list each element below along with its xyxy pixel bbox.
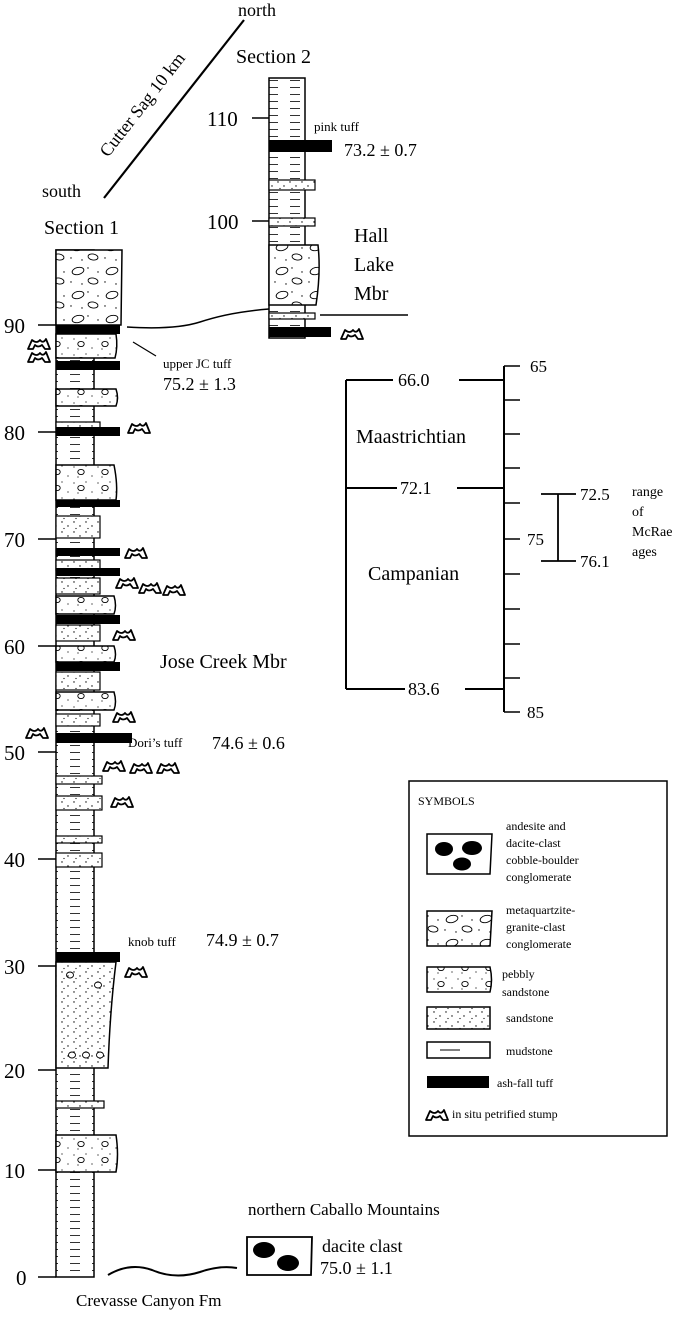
maastrichtian-label: Maastrichtian (356, 426, 466, 448)
section-1-axis (38, 324, 56, 1278)
north-label: north (238, 0, 276, 20)
upper-jc-tuff-label: upper JC tuff (163, 356, 232, 371)
dacite-clast-age: 75.0 ± 1.1 (320, 1258, 393, 1278)
legend-label: mudstone (506, 1044, 553, 1058)
section-1-title: Section 1 (44, 217, 119, 239)
legend-label: sandstone (506, 1011, 553, 1025)
tick-label: 90 (4, 314, 25, 338)
range-note-2: of (632, 505, 644, 520)
range-note-3: McRae (632, 525, 672, 540)
knob-tuff-label: knob tuff (128, 934, 176, 949)
cutter-sag-label: Cutter Sag 10 km (95, 48, 189, 160)
tick-label: 30 (4, 955, 25, 979)
tick-label: 70 (4, 528, 25, 552)
legend-box: SYMBOLS andesite and dacite-clast cobble… (408, 780, 668, 1137)
doris-tuff-age: 74.6 ± 0.6 (212, 733, 285, 753)
tick-label: 10 (4, 1159, 25, 1183)
jose-creek-member-label: Jose Creek Mbr (160, 651, 287, 673)
cutter-sag-line (103, 19, 245, 199)
knob-tuff-age: 74.9 ± 0.7 (206, 930, 279, 950)
legend-label: pebbly (502, 967, 535, 981)
south-label: south (42, 181, 81, 201)
range-note-4: ages (632, 545, 657, 560)
upper-jc-tuff-age: 75.2 ± 1.3 (163, 374, 236, 394)
campanian-label: Campanian (368, 563, 459, 585)
legend-swatch-metaquartzite (426, 910, 493, 947)
range-note-1: range (632, 485, 663, 500)
legend-label: conglomerate (506, 937, 571, 951)
section-2-title: Section 2 (236, 46, 311, 68)
legend-label: ash-fall tuff (497, 1076, 553, 1090)
hall-lake-label-1: Hall (354, 225, 389, 247)
timescale-tick-label: 75 (527, 530, 544, 549)
section-2-axis (252, 117, 269, 222)
legend-label: conglomerate (506, 870, 571, 884)
tick-label: 110 (207, 107, 238, 131)
unconformity-line (107, 1265, 238, 1277)
boundary-72: 72.1 (400, 478, 432, 498)
caballo-mountains-title: northern Caballo Mountains (248, 1200, 440, 1219)
legend-label: cobble-boulder (506, 853, 579, 867)
legend-swatch-pebbly-sandstone (426, 966, 493, 993)
mcrae-range-bracket (541, 493, 576, 562)
legend-swatch-ash-fall-tuff (427, 1076, 489, 1088)
section-2-column (268, 77, 332, 339)
timescale-ticks (504, 365, 520, 713)
timescale-tick-label: 65 (530, 357, 547, 376)
boundary-83: 83.6 (408, 679, 440, 699)
hall-lake-label-3: Mbr (354, 283, 389, 305)
tick-label: 60 (4, 635, 25, 659)
legend-label: dacite-clast (506, 836, 561, 850)
legend-label: andesite and (506, 819, 566, 833)
correlation-line (126, 308, 270, 329)
pink-tuff-label: pink tuff (314, 119, 360, 134)
pink-tuff-age: 73.2 ± 0.7 (344, 140, 417, 160)
section-2-stump (340, 328, 364, 340)
range-upper-label: 72.5 (580, 485, 610, 504)
tick-label: 20 (4, 1059, 25, 1083)
crevasse-canyon-label: Crevasse Canyon Fm (76, 1291, 221, 1310)
doris-tuff-label: Dori’s tuff (128, 735, 183, 750)
section-1-column (55, 249, 132, 1278)
legend-swatch-sandstone (426, 1006, 491, 1030)
tick-label: 100 (207, 210, 239, 234)
timescale (345, 366, 505, 712)
timescale-tick-label: 85 (527, 703, 544, 722)
range-lower-label: 76.1 (580, 552, 610, 571)
legend-title: SYMBOLS (418, 794, 475, 808)
dacite-clast-label: dacite clast (322, 1236, 402, 1256)
tick-label: 0 (16, 1266, 27, 1290)
legend-label: in situ petrified stump (452, 1107, 558, 1121)
hall-lake-label-2: Lake (354, 254, 394, 276)
legend-label: sandstone (502, 985, 549, 999)
legend-label: metaquartzite- (506, 903, 575, 917)
section-1-tick-labels: 90 80 70 60 50 40 30 20 10 0 (4, 314, 27, 1290)
tick-label: 80 (4, 421, 25, 445)
tick-label: 40 (4, 848, 25, 872)
boundary-66: 66.0 (398, 370, 430, 390)
tick-label: 50 (4, 741, 25, 765)
legend-label: granite-clast (506, 920, 566, 934)
